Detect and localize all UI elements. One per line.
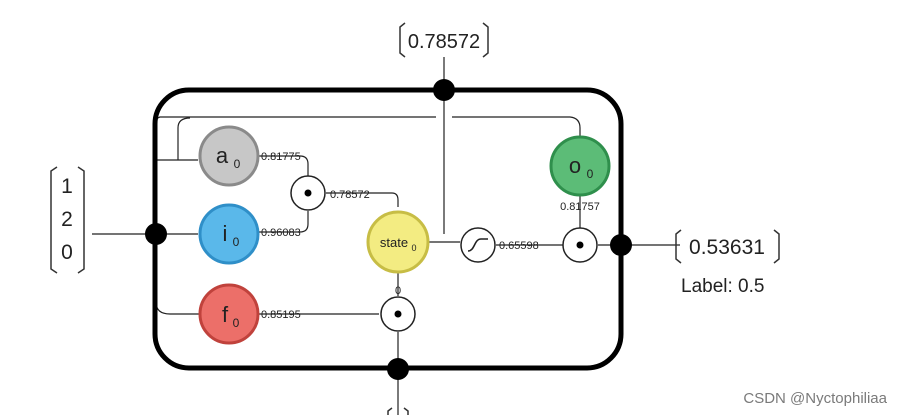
multiply-f (381, 297, 415, 331)
top-output: 0.78572 (400, 23, 488, 57)
input-value-2: 2 (61, 208, 73, 231)
gate-i-subscript: 0 (233, 235, 240, 249)
gate-i: i 0 (200, 205, 258, 263)
value-f-out: 0.85195 (261, 309, 301, 321)
gate-a: a 0 (200, 127, 258, 185)
multiply-dot-icon (395, 311, 402, 318)
multiply-dot-icon (577, 242, 584, 249)
state-node: state 0 (368, 212, 428, 272)
input-vector: 1 2 0 (51, 167, 84, 273)
junction-dot-icon (610, 234, 632, 256)
gate-f: f 0 (200, 285, 258, 343)
gate-f-label: f (222, 302, 229, 327)
gate-o-subscript: 0 (587, 167, 594, 181)
value-i-out: 0.96083 (261, 227, 301, 239)
gate-a-label: a (216, 143, 229, 168)
multiply-ai (291, 176, 325, 210)
value-a-out: 0.81775 (261, 151, 301, 163)
multiply-o (563, 228, 597, 262)
value-o-out: 0.81757 (560, 201, 600, 213)
value-prev-state: 0 (395, 285, 401, 297)
state-label: state (380, 235, 408, 250)
value-ai-product: 0.78572 (330, 189, 370, 201)
gate-a-subscript: 0 (234, 157, 241, 171)
multiply-dot-icon (305, 190, 312, 197)
state-subscript: 0 (411, 243, 416, 253)
watermark: CSDN @Nyctophiliaa (743, 390, 887, 407)
gate-o: o 0 (551, 137, 609, 195)
value-tanh-out: 0.65598 (499, 240, 539, 252)
gate-f-subscript: 0 (233, 316, 240, 330)
label-text: Label: 0.5 (681, 276, 764, 297)
gate-o-label: o (569, 153, 581, 178)
top-output-value: 0.78572 (408, 31, 480, 53)
tanh-operator (461, 228, 495, 262)
junction-dot-icon (433, 79, 455, 101)
right-output: 0.53631 Label: 0.5 (676, 230, 779, 297)
junction-dot-icon (387, 358, 409, 380)
input-value-1: 1 (61, 175, 73, 198)
input-value-3: 0 (61, 241, 73, 264)
output-value: 0.53631 (689, 236, 765, 259)
junction-dot-icon (145, 223, 167, 245)
gate-i-label: i (223, 221, 228, 246)
